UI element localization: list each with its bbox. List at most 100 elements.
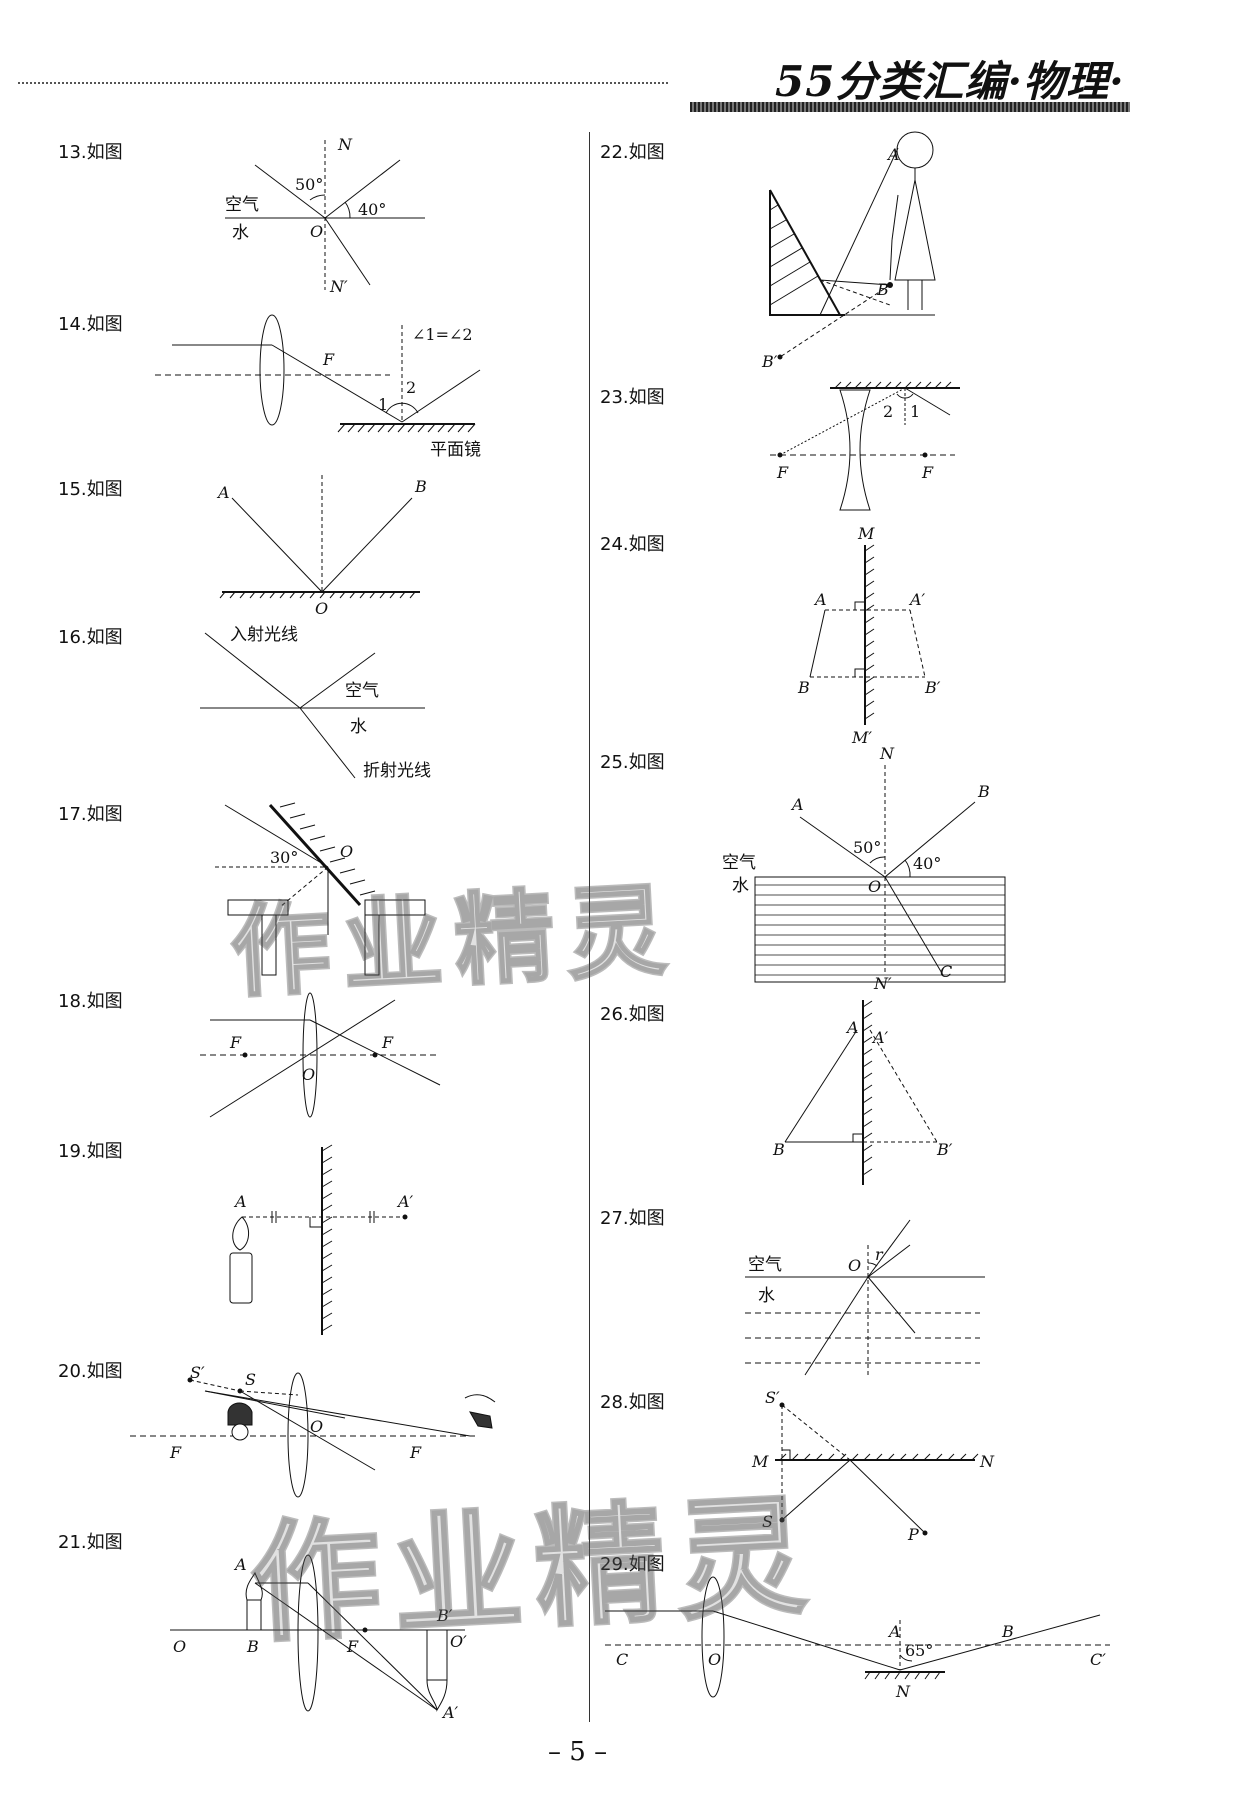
label-m-prime: M′: [851, 728, 872, 747]
question-22-label: 22.如图: [600, 142, 665, 163]
label-a-prime: A′: [908, 590, 926, 609]
label-c: C: [940, 962, 952, 981]
label-b: B: [246, 1637, 259, 1656]
label-o: O: [848, 1256, 861, 1275]
question-19-label: 19.如图: [58, 1141, 123, 1162]
label-f: F: [346, 1637, 359, 1656]
label-b-prime: B′: [924, 678, 941, 697]
label-s: S: [245, 1370, 256, 1389]
label-angle-relation: ∠1=∠2: [412, 325, 473, 344]
question-26-label: 26.如图: [600, 1004, 665, 1025]
label-f-left: F: [169, 1443, 182, 1462]
label-incident-ray: 入射光线: [230, 625, 298, 645]
label-a: A: [216, 483, 230, 502]
label-angle-2: 2: [406, 378, 416, 397]
label-n: N: [879, 744, 895, 763]
figure-22: A B B′: [761, 131, 936, 371]
label-air: 空气: [345, 681, 379, 701]
label-s-prime: S′: [765, 1388, 780, 1407]
label-o: O: [315, 599, 328, 618]
header-dotted-rule: [18, 82, 668, 84]
label-water: 水: [758, 1286, 775, 1306]
label-a: A: [790, 795, 804, 814]
label-n-prime: N′: [329, 277, 348, 296]
label-a-prime: A′: [871, 1028, 889, 1047]
label-p: P: [907, 1525, 919, 1544]
question-14-label: 14.如图: [58, 314, 123, 335]
watermark-upper: 作业精灵: [226, 870, 683, 1013]
figure-13: N N′ O 空气 水 50° 40°: [225, 135, 425, 296]
question-29-label: 29.如图: [600, 1554, 665, 1575]
label-refracted-ray: 折射光线: [363, 761, 431, 781]
label-angle: 30°: [270, 848, 298, 867]
label-mirror: 平面镜: [430, 440, 481, 460]
label-a: A: [887, 1622, 901, 1641]
label-o: O: [173, 1637, 186, 1656]
label-air: 空气: [748, 1255, 782, 1275]
label-f: F: [322, 350, 335, 369]
question-18-label: 18.如图: [58, 991, 123, 1012]
label-angle-2: 2: [883, 402, 893, 421]
figure-23: 2 1 F F: [770, 381, 960, 511]
column-divider: [589, 132, 590, 1722]
question-20-label: 20.如图: [58, 1361, 123, 1382]
label-o: O: [340, 842, 353, 861]
label-f-left: F: [229, 1033, 242, 1052]
figure-18: F F O: [200, 992, 441, 1118]
figure-28: S′ M N S P: [751, 1388, 995, 1544]
label-b: B: [977, 782, 990, 801]
label-a: A: [813, 590, 827, 609]
label-angle-1: 1: [378, 395, 388, 414]
question-16-label: 16.如图: [58, 627, 123, 648]
label-m: M: [751, 1452, 769, 1471]
label-a: A: [233, 1192, 247, 1211]
label-f-left: F: [776, 463, 789, 482]
figure-14: F ∠1=∠2 1 2 平面镜: [155, 314, 481, 460]
figure-17: 30° O: [215, 802, 426, 976]
label-a: A: [886, 145, 900, 164]
label-water: 水: [732, 876, 749, 896]
label-r: r: [875, 1245, 884, 1264]
page-number: – 5 –: [548, 1737, 608, 1767]
figure-24: M A A′ B B′ M′: [797, 524, 941, 747]
label-b: B: [1001, 1622, 1014, 1641]
label-a: A: [233, 1555, 247, 1574]
question-15-label: 15.如图: [58, 479, 123, 500]
question-24-label: 24.如图: [600, 534, 665, 555]
figure-19: A A′: [229, 1144, 414, 1335]
figure-21: A O B F B′ O′ A′: [170, 1554, 467, 1722]
label-n-prime: N′: [873, 974, 892, 993]
label-a-prime: A′: [441, 1703, 459, 1722]
label-angle: 65°: [905, 1641, 933, 1660]
label-b: B: [414, 477, 427, 496]
label-water: 水: [232, 223, 249, 243]
label-air: 空气: [225, 195, 259, 215]
label-n: N: [979, 1452, 995, 1471]
figure-15: A B O: [216, 475, 427, 618]
label-o-prime: O′: [450, 1632, 467, 1651]
figure-16: 入射光线 空气 水 折射光线: [200, 625, 431, 781]
label-m: M: [857, 524, 875, 543]
question-17-label: 17.如图: [58, 804, 123, 825]
label-f-right: F: [921, 463, 934, 482]
label-o: O: [310, 1417, 323, 1436]
label-c: C: [616, 1650, 628, 1669]
label-a-prime: A′: [396, 1192, 414, 1211]
question-13-label: 13.如图: [58, 142, 123, 163]
question-27-label: 27.如图: [600, 1208, 665, 1229]
question-21-label: 21.如图: [58, 1532, 123, 1553]
label-a: A: [845, 1018, 859, 1037]
label-air: 空气: [722, 853, 756, 873]
label-b-prime: B′: [936, 1140, 953, 1159]
label-o: O: [310, 222, 323, 241]
figure-26: A A′ B B′: [772, 1000, 953, 1185]
figure-27: O r 空气 水: [745, 1219, 985, 1376]
label-water: 水: [350, 717, 367, 737]
label-angle-1: 1: [910, 402, 920, 421]
label-o: O: [302, 1065, 315, 1084]
watermark-lower: 作业精灵: [245, 1478, 823, 1663]
question-28-label: 28.如图: [600, 1392, 665, 1413]
label-b-prime: B′: [436, 1606, 453, 1625]
label-angle1: 50°: [853, 838, 881, 857]
